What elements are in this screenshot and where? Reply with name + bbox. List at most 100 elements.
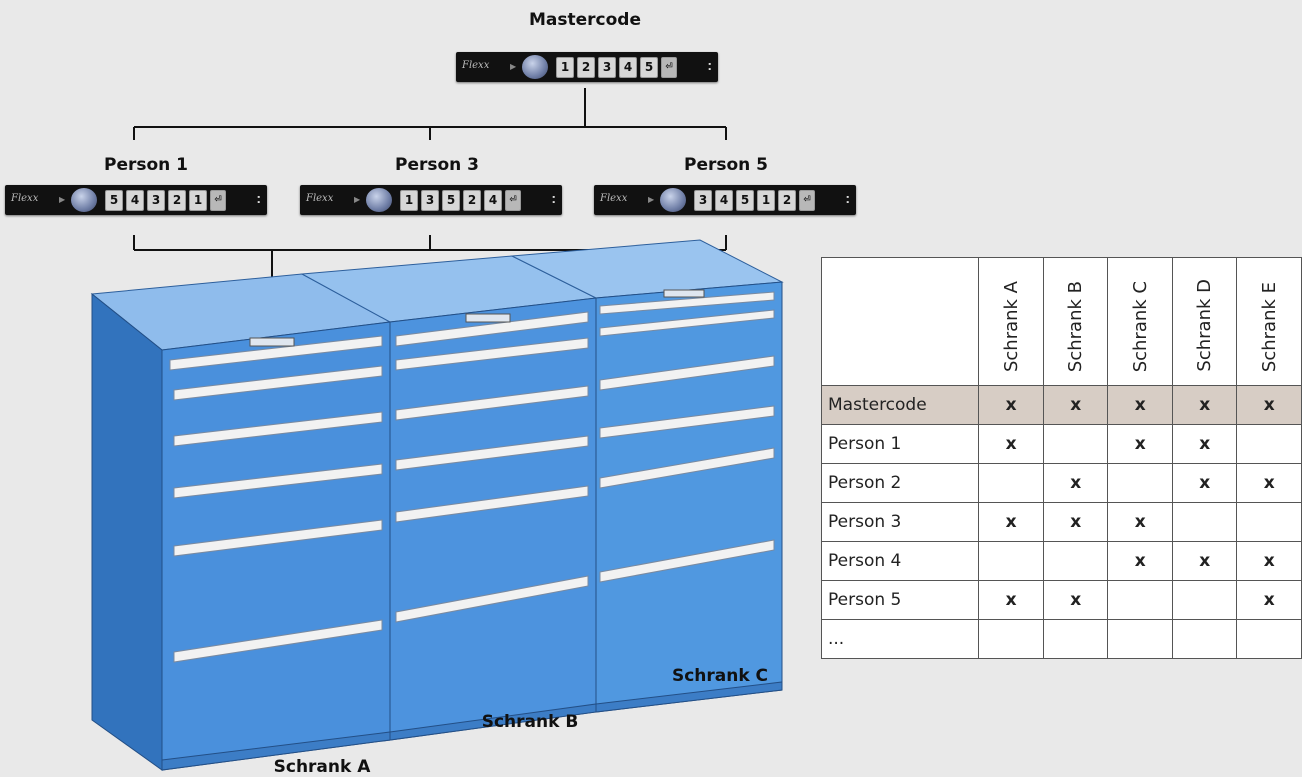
- keypad-key: 4: [126, 190, 144, 211]
- keypad-key: 4: [484, 190, 502, 211]
- schrank-c-label: Schrank C: [671, 666, 769, 686]
- arrow-icon: ▶: [510, 62, 517, 71]
- row-label: Mastercode: [820, 385, 980, 425]
- table-cell: [1171, 619, 1238, 659]
- table-cell: x: [978, 502, 1044, 542]
- table-cell: [1107, 619, 1173, 659]
- table-cell: [978, 619, 1044, 659]
- mastercode-label: Mastercode: [528, 10, 642, 30]
- table-row: Person 4 x x x: [820, 541, 1302, 581]
- table-cell: x: [978, 385, 1044, 425]
- table-cell: x: [978, 424, 1044, 464]
- table-cell: x: [1171, 424, 1238, 464]
- table-row: Person 3 x x x: [820, 502, 1302, 542]
- column-header: Schrank C: [1107, 257, 1173, 386]
- table-cell: x: [1107, 502, 1173, 542]
- row-label: Person 1: [820, 424, 980, 464]
- table-row: Person 2 x x x: [820, 463, 1302, 503]
- keypad-key: 5: [105, 190, 123, 211]
- table-cell: x: [1042, 580, 1109, 620]
- cabinet-plates: [249, 289, 705, 347]
- keypad-keys: 5 4 3 2 1 ⏎: [105, 190, 226, 211]
- row-label: Person 2: [820, 463, 980, 503]
- table-cell: [1042, 424, 1109, 464]
- keypad-brand: Flexx: [462, 60, 490, 71]
- arrow-icon: ▶: [59, 195, 66, 204]
- keypad-key: 5: [736, 190, 754, 211]
- column-header: Schrank E: [1236, 257, 1302, 386]
- table-cell: x: [1042, 385, 1109, 425]
- column-header-label: Schrank E: [1258, 281, 1280, 372]
- drawer-handles-c: [599, 291, 775, 583]
- arrow-icon: ▶: [354, 195, 361, 204]
- table-cell: x: [1107, 424, 1173, 464]
- keypad-brand: Flexx: [11, 193, 39, 204]
- keypad-key: 3: [694, 190, 712, 211]
- master-keypad: Flexx ▶ 1 2 3 4 5 ⏎ :: [456, 52, 718, 82]
- enter-key-icon: ⏎: [210, 190, 226, 211]
- keypad-key: 4: [619, 57, 637, 78]
- drawer-handles-a: [169, 335, 383, 663]
- column-header-label: Schrank A: [1000, 280, 1022, 372]
- table-cell: x: [1107, 541, 1173, 581]
- table-cell: [1236, 424, 1302, 464]
- table-cell: [978, 463, 1044, 503]
- table-cell: x: [1042, 502, 1109, 542]
- person5-label: Person 5: [683, 155, 769, 175]
- row-label: ...: [820, 619, 980, 659]
- drawer-handles-b: [395, 311, 589, 623]
- keypad-keys: 1 3 5 2 4 ⏎: [400, 190, 521, 211]
- table-cell: [1042, 619, 1109, 659]
- table-cell: x: [1107, 385, 1173, 425]
- table-cell: x: [1236, 385, 1302, 425]
- keypad-key: 2: [778, 190, 796, 211]
- table-cell: [1171, 502, 1238, 542]
- column-header-label: Schrank D: [1194, 279, 1216, 372]
- table-row: Person 5 x x x: [820, 580, 1302, 620]
- table-corner-cell: [820, 257, 980, 386]
- table-cell: [1107, 580, 1173, 620]
- row-label: Person 4: [820, 541, 980, 581]
- schrank-a-label: Schrank A: [273, 757, 371, 777]
- column-header-label: Schrank B: [1065, 280, 1087, 372]
- colon-icon: :: [551, 190, 556, 206]
- keypad-key: 1: [556, 57, 574, 78]
- table-row: Person 1 x x x: [820, 424, 1302, 464]
- keypad-key: 2: [463, 190, 481, 211]
- keypad-keys: 1 2 3 4 5 ⏎: [556, 57, 677, 78]
- arrow-icon: ▶: [648, 195, 655, 204]
- keypad-keys: 3 4 5 1 2 ⏎: [694, 190, 815, 211]
- keypad-key: 5: [442, 190, 460, 211]
- knob-icon: [660, 188, 686, 212]
- person3-keypad: Flexx ▶ 1 3 5 2 4 ⏎ :: [300, 185, 562, 215]
- keypad-brand: Flexx: [306, 193, 334, 204]
- keypad-key: 2: [577, 57, 595, 78]
- keypad-key: 5: [640, 57, 658, 78]
- table-row: ...: [820, 619, 1302, 659]
- access-matrix-table: Schrank A Schrank B Schrank C Schrank D …: [820, 257, 1302, 659]
- table-cell: [1171, 580, 1238, 620]
- enter-key-icon: ⏎: [661, 57, 677, 78]
- keypad-key: 2: [168, 190, 186, 211]
- person5-keypad: Flexx ▶ 3 4 5 1 2 ⏎ :: [594, 185, 856, 215]
- colon-icon: :: [707, 57, 712, 73]
- column-header: Schrank A: [978, 257, 1044, 386]
- table-cell: [1107, 463, 1173, 503]
- keypad-key: 1: [757, 190, 775, 211]
- row-label: Person 5: [820, 580, 980, 620]
- enter-key-icon: ⏎: [505, 190, 521, 211]
- table-cell: x: [1171, 385, 1238, 425]
- table-cell: [1236, 502, 1302, 542]
- keypad-key: 4: [715, 190, 733, 211]
- column-header: Schrank B: [1042, 257, 1109, 386]
- schrank-b-label: Schrank B: [481, 712, 579, 732]
- table-cell: x: [1236, 580, 1302, 620]
- table-cell: x: [1171, 463, 1238, 503]
- row-label: Person 3: [820, 502, 980, 542]
- table-cell: x: [1042, 463, 1109, 503]
- person3-label: Person 3: [394, 155, 480, 175]
- keypad-key: 1: [189, 190, 207, 211]
- cabinet-bases: [161, 681, 783, 771]
